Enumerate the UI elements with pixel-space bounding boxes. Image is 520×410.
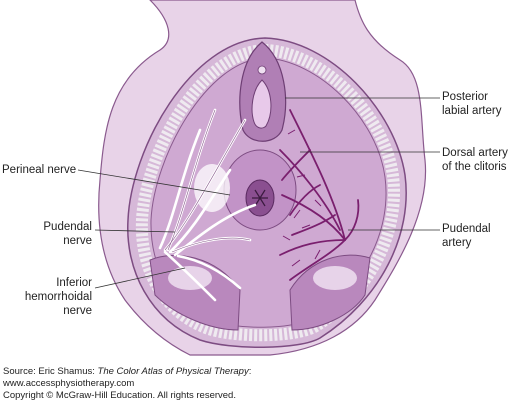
clitoris	[257, 65, 267, 75]
label-inferior-hemorrhoidal-nerve: Inferior hemorrhoidal nerve	[24, 277, 92, 317]
label-posterior-labial-artery: Posterior labial artery	[442, 91, 502, 117]
source-title: The Color Atlas of Physical Therapy	[97, 366, 249, 377]
label-pudendal-artery: Pudendal artery	[442, 223, 491, 249]
leader-inferior-hemorrhoidal	[94, 267, 186, 289]
anal-sphincter-lines	[252, 189, 268, 207]
source-suffix: :	[248, 366, 252, 377]
highlight-left	[168, 266, 212, 290]
source-url: www.accessphysiotherapy.com	[3, 378, 135, 389]
artery-twigs	[282, 129, 322, 267]
leader-perineal-nerve	[77, 169, 231, 196]
ischial-ring	[135, 43, 400, 342]
highlight-right	[313, 266, 357, 290]
highlight-center	[194, 164, 230, 212]
nerve-outlines	[164, 109, 251, 253]
label-dorsal-artery: Dorsal artery of the clitoris	[442, 147, 508, 173]
source-line: Source: Eric Shamus: The Color Atlas of …	[3, 366, 251, 378]
source-credit: Source: Eric Shamus: The Color Atlas of …	[3, 366, 251, 402]
label-perineal-nerve: Perineal nerve	[2, 164, 77, 176]
artery-branches	[279, 109, 360, 281]
vaginal-opening	[251, 79, 272, 129]
copyright: Copyright © McGraw-Hill Education. All r…	[3, 390, 236, 401]
label-pudendal-nerve: Pudendal nerve	[43, 221, 92, 247]
source-prefix: Source: Eric Shamus:	[3, 366, 98, 377]
leader-pudendal-nerve	[94, 229, 176, 233]
leader-lines	[77, 97, 440, 289]
